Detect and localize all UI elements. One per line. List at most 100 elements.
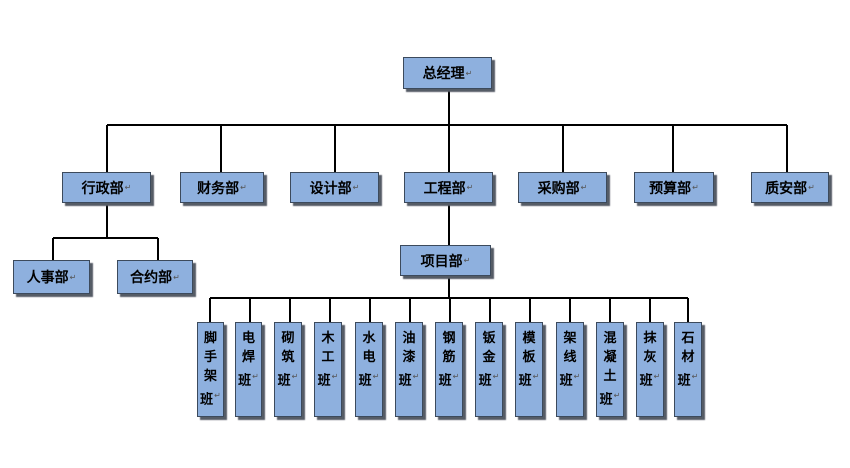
node-label: 合约部 xyxy=(130,270,173,286)
node-label: 财务部 xyxy=(197,180,240,197)
node-label: 行政部 xyxy=(81,180,124,197)
team-char: 班↵ xyxy=(238,372,259,389)
node-team: 砌 筑 班↵ xyxy=(274,322,302,417)
team-char: 电 xyxy=(241,331,255,346)
team-char: 班↵ xyxy=(200,391,221,408)
node-team: 脚 手 架 班↵ xyxy=(197,322,224,417)
return-mark-icon: ↵ xyxy=(69,272,77,282)
team-char: 金 xyxy=(482,350,496,365)
team-char: 架 xyxy=(563,331,577,346)
return-mark-icon: ↵ xyxy=(331,372,339,381)
node-admin-subunit: 合约部↵ xyxy=(117,260,193,294)
team-char: 工 xyxy=(321,350,335,365)
team-char: 班↵ xyxy=(559,372,581,389)
return-mark-icon: ↵ xyxy=(808,183,815,192)
return-mark-icon: ↵ xyxy=(252,372,259,381)
return-mark-icon: ↵ xyxy=(412,372,420,381)
team-char: 钣 xyxy=(482,331,496,346)
team-char: 钢 xyxy=(442,331,456,346)
return-mark-icon: ↵ xyxy=(463,256,471,265)
node-department: 质安部↵ xyxy=(751,172,829,203)
node-department: 采购部↵ xyxy=(518,172,607,203)
node-label: 设计部 xyxy=(309,180,352,197)
node-label: 预算部 xyxy=(649,180,692,197)
team-char: 砌 xyxy=(281,331,295,346)
node-team: 混 凝 土 班↵ xyxy=(596,322,624,417)
return-mark-icon: ↵ xyxy=(465,68,473,78)
node-team: 架 线 班↵ xyxy=(556,322,584,417)
team-char: 电 xyxy=(362,350,376,365)
node-label: 采购部 xyxy=(537,180,580,197)
team-char: 油 xyxy=(402,331,416,346)
team-char: 班↵ xyxy=(677,372,699,389)
node-department: 预算部↵ xyxy=(634,172,714,203)
team-char: 班↵ xyxy=(518,372,540,389)
team-char: 班↵ xyxy=(639,372,661,389)
node-project-department: 项目部↵ xyxy=(400,245,491,276)
team-char: 班↵ xyxy=(277,372,299,389)
team-char: 班↵ xyxy=(478,372,500,389)
return-mark-icon: ↵ xyxy=(691,372,699,381)
return-mark-icon: ↵ xyxy=(173,272,180,282)
return-mark-icon: ↵ xyxy=(352,183,360,192)
team-char: 板 xyxy=(522,350,536,365)
team-char: 抹 xyxy=(643,331,657,346)
node-label: 质安部 xyxy=(765,180,808,197)
team-char: 模 xyxy=(522,331,536,346)
team-char: 材 xyxy=(681,350,695,365)
team-char: 水 xyxy=(362,331,376,346)
node-team: 油 漆 班↵ xyxy=(395,322,423,417)
return-mark-icon: ↵ xyxy=(452,372,460,381)
node-team: 模 板 班↵ xyxy=(515,322,543,417)
node-label: 总经理 xyxy=(422,66,465,82)
node-label: 项目部 xyxy=(420,253,463,270)
team-char: 班↵ xyxy=(438,372,460,389)
return-mark-icon: ↵ xyxy=(291,372,299,381)
team-char: 灰 xyxy=(643,350,657,365)
team-char: 班↵ xyxy=(599,391,621,408)
team-char: 班↵ xyxy=(398,372,420,389)
node-department: 工程部↵ xyxy=(404,172,493,203)
node-team: 抹 灰 班↵ xyxy=(636,322,664,417)
return-mark-icon: ↵ xyxy=(613,391,621,400)
node-label: 工程部 xyxy=(423,180,466,197)
team-char: 木 xyxy=(321,331,335,346)
team-char: 土 xyxy=(603,369,617,384)
return-mark-icon: ↵ xyxy=(692,183,699,192)
return-mark-icon: ↵ xyxy=(466,183,474,192)
node-team: 钣 金 班↵ xyxy=(475,322,503,417)
return-mark-icon: ↵ xyxy=(492,372,500,381)
team-char: 筑 xyxy=(281,350,295,365)
node-team: 水 电 班↵ xyxy=(355,322,383,417)
node-admin-subunit: 人事部↵ xyxy=(13,260,90,294)
node-team: 电 焊 班↵ xyxy=(235,322,262,417)
node-team: 木 工 班↵ xyxy=(314,322,342,417)
team-char: 石 xyxy=(681,331,695,346)
return-mark-icon: ↵ xyxy=(372,372,380,381)
team-char: 混 xyxy=(603,331,617,346)
node-label: 人事部 xyxy=(26,270,69,286)
team-char: 筋 xyxy=(442,350,456,365)
team-char: 班↵ xyxy=(317,372,339,389)
node-department: 设计部↵ xyxy=(290,172,379,203)
team-char: 漆 xyxy=(402,350,416,365)
team-char: 线 xyxy=(563,350,577,365)
return-mark-icon: ↵ xyxy=(532,372,540,381)
return-mark-icon: ↵ xyxy=(214,391,221,400)
node-team: 钢 筋 班↵ xyxy=(435,322,463,417)
node-general-manager: 总经理↵ xyxy=(403,57,492,89)
team-char: 凝 xyxy=(603,350,617,365)
return-mark-icon: ↵ xyxy=(240,183,247,192)
return-mark-icon: ↵ xyxy=(580,183,588,192)
return-mark-icon: ↵ xyxy=(653,372,661,381)
node-department: 行政部↵ xyxy=(62,172,151,203)
team-char: 架 xyxy=(203,369,217,384)
return-mark-icon: ↵ xyxy=(124,183,132,192)
return-mark-icon: ↵ xyxy=(573,372,581,381)
team-char: 手 xyxy=(203,350,217,365)
node-team: 石 材 班↵ xyxy=(674,322,702,417)
team-char: 焊 xyxy=(241,350,255,365)
node-department: 财务部↵ xyxy=(180,172,264,203)
